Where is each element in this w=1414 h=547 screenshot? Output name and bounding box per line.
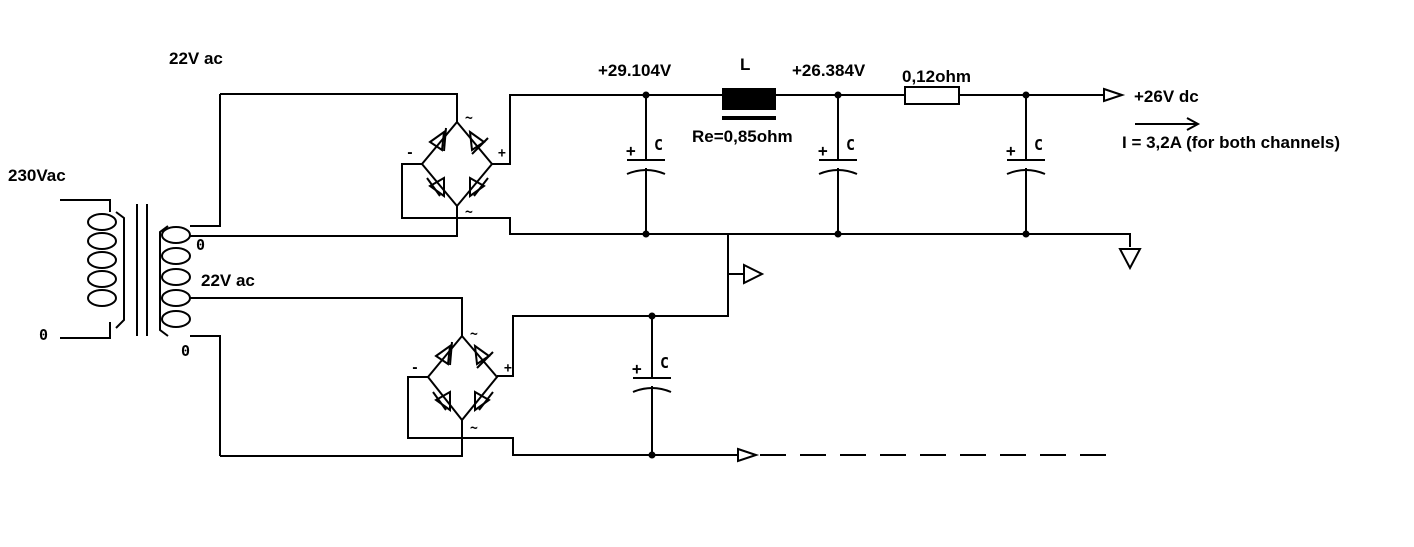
primary-coil (87, 211, 125, 329)
diode (474, 390, 494, 412)
bridge-rectifier-top: ~ ~ - + (406, 111, 506, 220)
ground-icon (1118, 248, 1142, 271)
diode (428, 127, 447, 152)
inductor (722, 88, 776, 110)
bridge-ac-label: ~ (470, 327, 478, 342)
output-current-label: I = 3,2A (for both channels) (1122, 133, 1340, 152)
bridge-rectifier-bottom: ~ ~ - + (411, 327, 512, 436)
capacitor-plus-label: + (1006, 141, 1016, 160)
capacitor-plus-label: + (818, 141, 828, 160)
diode (468, 129, 489, 155)
secondary-bottom-voltage-label: 22V ac (201, 271, 255, 290)
capacitor-plus-label: + (632, 359, 642, 378)
capacitor-label: C (654, 136, 663, 154)
node-voltage-1-label: +29.104V (598, 61, 672, 80)
junction-dot (834, 230, 842, 238)
junction-dot (1022, 230, 1030, 238)
bridge-minus-label: - (411, 361, 419, 376)
capacitor-c1 (626, 95, 666, 234)
output-terminal-icon (1103, 87, 1126, 103)
junction-dot (1022, 91, 1030, 99)
bridge-minus-label: - (406, 146, 414, 161)
output-terminal-icon (737, 447, 760, 463)
capacitor-c2 (818, 95, 858, 234)
terminal-arrow-icon (743, 263, 765, 285)
secondary-zero-label: 0 (181, 342, 190, 360)
capacitor-label: C (1034, 136, 1043, 154)
secondary-coil (159, 225, 191, 337)
diode (469, 176, 489, 198)
diode (473, 343, 494, 369)
bridge-ac-label: ~ (465, 205, 473, 220)
current-arrow-icon (1135, 117, 1201, 131)
junction-dot (834, 91, 842, 99)
junction-dot (642, 230, 650, 238)
diode (434, 341, 453, 366)
junction-dot (642, 91, 650, 99)
bridge-ac-label: ~ (470, 421, 478, 436)
junction-dot (648, 312, 656, 320)
transformer (60, 94, 221, 456)
capacitor-label: C (846, 136, 855, 154)
bridge-ac-label: ~ (465, 111, 473, 126)
resistor-label: 0,12ohm (902, 67, 971, 86)
resistor (904, 86, 960, 105)
capacitor-label: C (660, 354, 669, 372)
center-tap-zero-label: 0 (196, 236, 205, 254)
junction-dot (648, 451, 656, 459)
secondary-top-voltage-label: 22V ac (169, 49, 223, 68)
bridge-plus-label: + (498, 146, 506, 161)
capacitor-c3 (1006, 95, 1046, 234)
primary-zero-label: 0 (39, 326, 48, 344)
inductor-label: L (740, 55, 750, 74)
capacitor-plus-label: + (626, 141, 636, 160)
diode (432, 390, 451, 412)
node-voltage-2-label: +26.384V (792, 61, 866, 80)
inductor-resistance-label: Re=0,85ohm (692, 127, 793, 146)
primary-voltage-label: 230Vac (8, 166, 66, 185)
diode (426, 176, 445, 198)
output-voltage-label: +26V dc (1134, 87, 1199, 106)
bridge-plus-label: + (504, 361, 512, 376)
capacitor-c4 (632, 316, 672, 455)
